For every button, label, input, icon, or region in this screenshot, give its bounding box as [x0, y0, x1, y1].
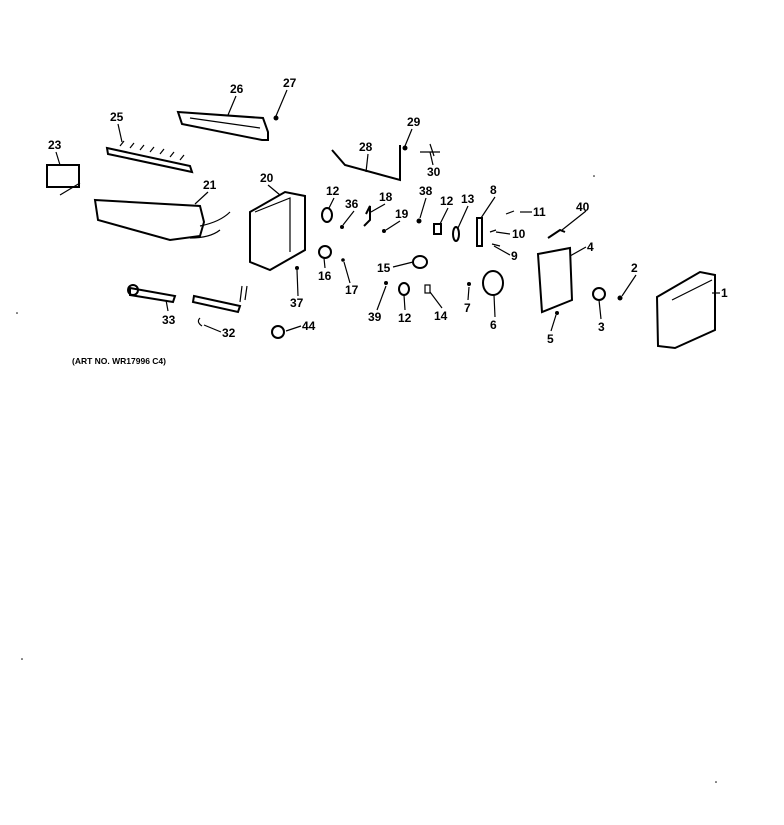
callout-label: 16: [318, 269, 332, 283]
callout-label: 18: [379, 190, 393, 204]
callout-label: 29: [407, 115, 421, 129]
callout-label: 19: [395, 207, 409, 221]
leader-lines: [55, 95, 720, 333]
callout-label: 12: [398, 311, 412, 325]
callout-label: 23: [48, 138, 62, 152]
part-29-30-parts: [402, 143, 440, 157]
callout-label: 12: [326, 184, 340, 198]
part-25-ejector: [105, 140, 194, 174]
callout-label: 12: [440, 194, 454, 208]
callout-label: 4: [587, 240, 594, 254]
callout-label: 38: [419, 184, 433, 198]
callout-label: 11: [533, 205, 546, 219]
part-27-screw: [273, 89, 288, 121]
callout-label: 13: [461, 192, 475, 206]
callout-label: 33: [162, 313, 176, 327]
callout-label: 3: [598, 320, 605, 334]
callout-label: 10: [512, 227, 526, 241]
part-21-mold: [93, 198, 231, 242]
callout-label: 6: [490, 318, 497, 332]
callout-label: 27: [283, 76, 297, 90]
part-28-arm: [331, 145, 401, 182]
part-23-valve: [46, 164, 81, 196]
callout-label: 32: [222, 326, 236, 340]
callout-label: 14: [434, 309, 448, 323]
small-parts: [127, 205, 716, 350]
callout-label: 39: [368, 310, 382, 324]
stray-dots: [16, 175, 717, 783]
callout-label: 9: [511, 249, 518, 263]
callout-label: 20: [260, 171, 274, 185]
callout-label: 7: [464, 301, 471, 315]
callout-label: 17: [345, 283, 359, 297]
callout-label: 8: [490, 183, 497, 197]
callout-label: 2: [631, 261, 638, 275]
part-26-cover: [176, 110, 269, 141]
callout-label: 30: [427, 165, 441, 179]
callout-label: 36: [345, 197, 359, 211]
callout-label: 26: [230, 82, 244, 96]
callout-label: 1: [721, 286, 728, 300]
art-number: (ART NO. WR17996 C4): [72, 356, 166, 366]
callout-label: 28: [359, 140, 373, 154]
callout-label: 21: [203, 178, 217, 192]
part-20-housing: [249, 190, 306, 272]
callout-label: 15: [377, 261, 391, 275]
callout-label: 44: [302, 319, 316, 333]
callout-label: 37: [290, 296, 304, 310]
callout-label: 40: [576, 200, 590, 214]
callout-label: 5: [547, 332, 554, 346]
callout-label: 25: [110, 110, 124, 124]
